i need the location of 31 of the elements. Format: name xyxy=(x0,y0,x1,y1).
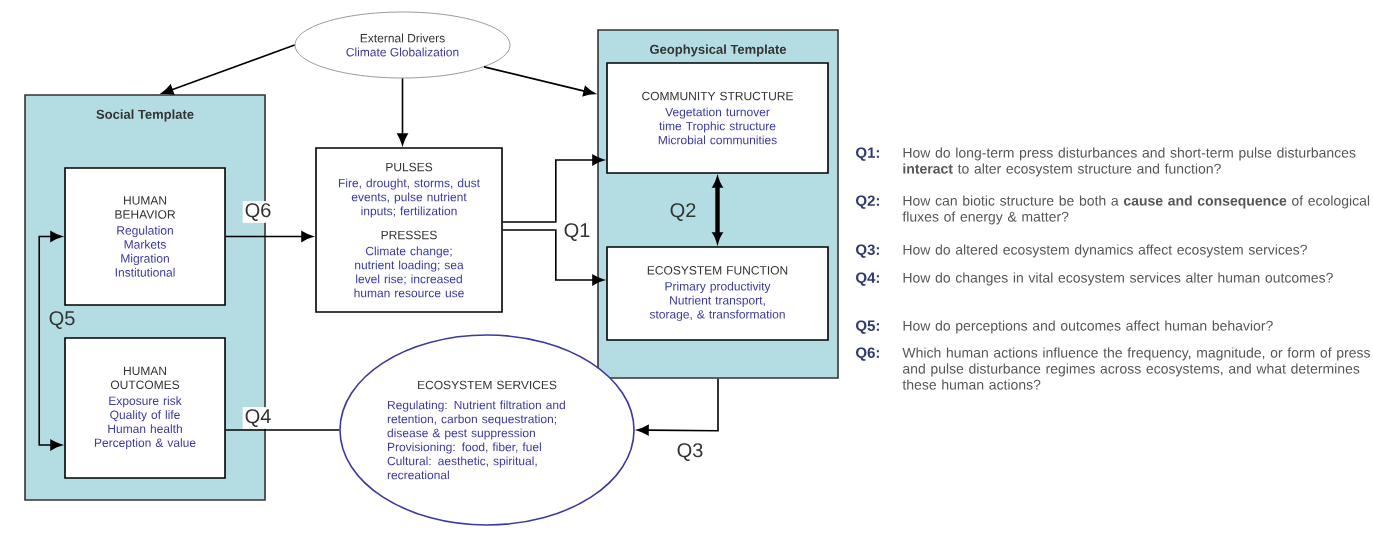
question-number: Q4: xyxy=(856,272,879,286)
edge-label: Q3 xyxy=(674,441,706,463)
question-number: Q1: xyxy=(856,147,879,161)
arrow xyxy=(225,231,314,242)
process-box: HUMAN BEHAVIOR Regulation Markets Migration Institutional xyxy=(64,167,226,306)
edge-label: Q4 xyxy=(242,407,274,429)
question-text: How do changes in vital ecosystem services alter human outcomes? xyxy=(903,272,1333,286)
edge-label: Q2 xyxy=(667,201,699,223)
arrow xyxy=(502,154,605,223)
question-number: Q3: xyxy=(856,244,879,258)
arrow xyxy=(397,77,408,146)
edge-label: Q5 xyxy=(46,309,78,331)
arrow xyxy=(636,378,719,436)
edge-label: Q6 xyxy=(242,201,274,223)
edge-label: Q1 xyxy=(561,221,593,243)
process-box: ECOSYSTEM FUNCTION Primary productivity Nutrient transport, storage, & transformation xyxy=(606,246,829,341)
question-text: How do altered ecosystem dynamics affect ecosystem services? xyxy=(903,244,1307,258)
question-number: Q5: xyxy=(856,320,879,334)
question-text: How do perceptions and outcomes affect human behavior? xyxy=(903,320,1273,334)
arrow xyxy=(38,231,63,451)
process-box: PULSES Fire, drought, storms, dust events, pulse nutrient inputs; fertilization PRESSES Climate change; nutrient loading; sea level rise; increased human resource use xyxy=(315,147,503,313)
process-box: HUMAN OUTCOMES Exposure risk Quality of life Human health Perception & value xyxy=(64,337,226,479)
process-box: COMMUNITY STRUCTURE Vegetation turnover time Trophic structure Microbial communities xyxy=(606,62,829,174)
arrow xyxy=(483,66,596,97)
question-text: Which human actions influence the frequency, magnitude, or form of press and pulse disturbance regimes across ecosystems, and what determines these human actions? xyxy=(902,347,1370,390)
question-number: Q6: xyxy=(856,347,879,361)
arrow xyxy=(161,44,296,95)
question-text: How do long-term press disturbances and short-term pulse disturbances interact to alter ecosystem structure and function? xyxy=(903,147,1356,177)
question-text: How can biotic structure be both a cause and consequence of ecological fluxes of energy & matter? xyxy=(902,195,1370,225)
question-number: Q2: xyxy=(856,195,879,209)
arrow xyxy=(502,229,605,286)
